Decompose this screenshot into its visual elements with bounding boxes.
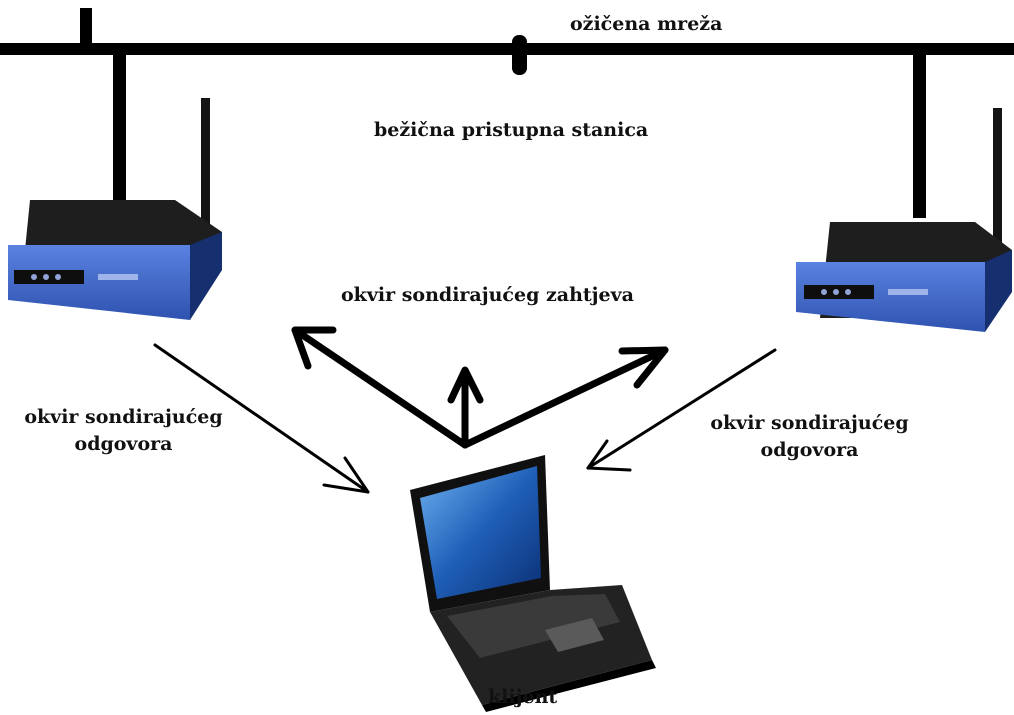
probe-response-right-label: okvir sondirajućeg odgovora (702, 410, 917, 464)
probe-response-right-line2: odgovora (760, 439, 859, 461)
wired-network-bus (0, 8, 1014, 218)
access-point-right-icon (796, 108, 1012, 332)
probe-response-left-line2: odgovora (74, 433, 173, 455)
probe-response-right-line1: okvir sondirajućeg (710, 412, 909, 434)
probe-response-arrows (153, 343, 777, 494)
client-label: klijent (488, 684, 557, 711)
laptop-client-icon (410, 455, 656, 712)
probe-request-text: okvir sondirajućeg zahtjeva (341, 284, 634, 306)
access-point-text: bežična pristupna stanica (374, 119, 649, 141)
access-point-left-icon (8, 98, 222, 320)
probe-response-left-label: okvir sondirajućeg odgovora (16, 404, 231, 458)
probe-response-left-line1: okvir sondirajućeg (24, 406, 223, 428)
wired-network-text: ožičena mreža (570, 13, 723, 35)
wired-network-label: ožičena mreža (570, 11, 722, 38)
client-text: klijent (488, 686, 558, 708)
probe-request-label: okvir sondirajućeg zahtjeva (341, 282, 634, 309)
probe-request-arrows (291, 326, 669, 449)
access-point-label: bežična pristupna stanica (374, 117, 648, 144)
